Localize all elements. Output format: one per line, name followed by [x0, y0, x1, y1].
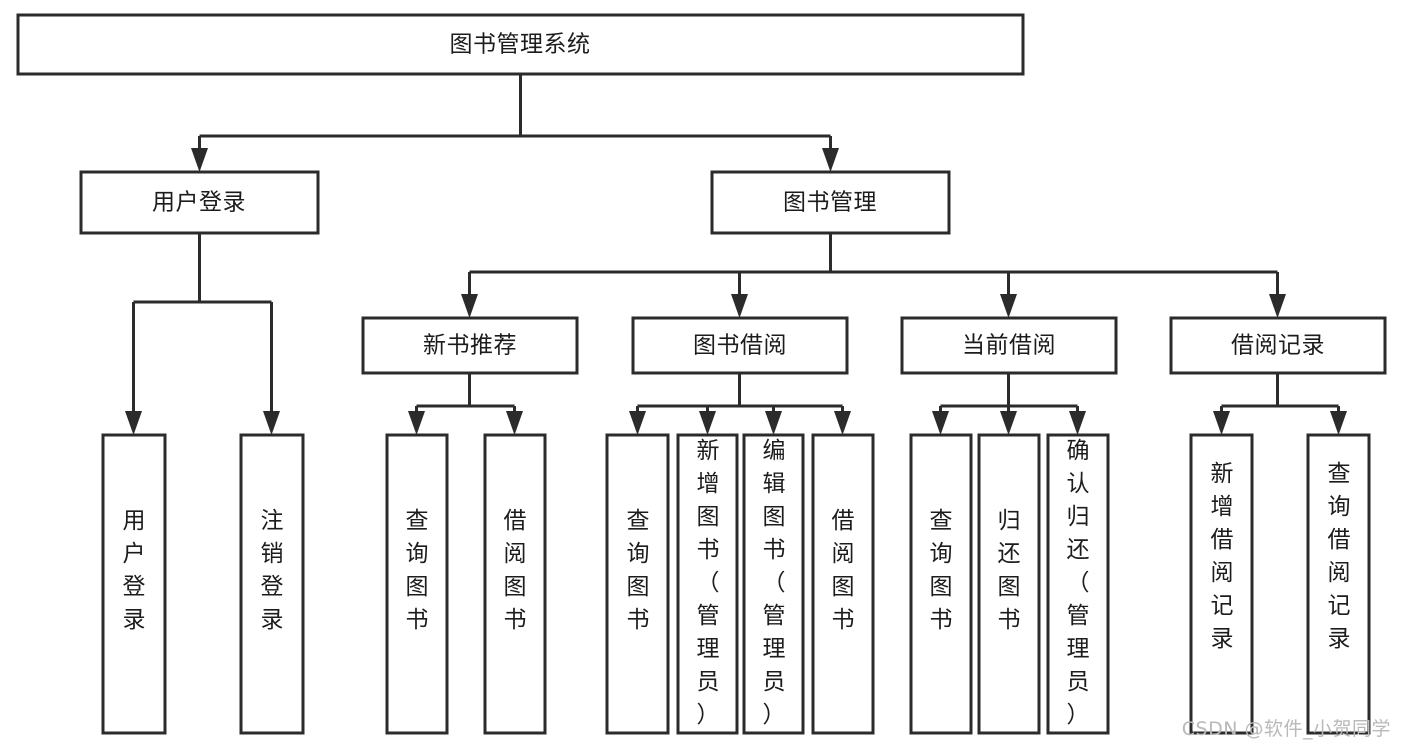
connector-root-to-level1	[191, 75, 839, 172]
arrow-head-icon	[461, 294, 478, 318]
node-user-login-label: 用户登录	[152, 190, 246, 216]
arrow-head-icon	[1330, 411, 1347, 435]
leaf-node-query-book-3-label: 查询图书	[930, 508, 953, 633]
node-book-borrow[interactable]: 图书借阅	[631, 316, 849, 375]
node-borrow-record[interactable]: 借阅记录	[1169, 316, 1387, 375]
arrow-head-icon	[1000, 411, 1017, 435]
leaf-node-query-book-3[interactable]: 查询图书	[909, 433, 973, 735]
arrow-head-icon	[629, 411, 646, 435]
arrow-head-icon	[191, 148, 208, 172]
arrow-head-icon	[506, 411, 523, 435]
leaf-node-user-logout[interactable]: 注销登录	[239, 433, 305, 735]
node-book-management[interactable]: 图书管理	[710, 170, 951, 235]
leaf-node-borrow-book-1[interactable]: 借阅图书	[483, 433, 547, 735]
arrow-head-icon	[408, 411, 425, 435]
leaf-node-user-login[interactable]: 用户登录	[101, 433, 167, 735]
arrow-head-icon	[1269, 294, 1286, 318]
connector-new-book-recommend-to-leaves	[408, 373, 523, 435]
arrow-head-icon	[1213, 411, 1230, 435]
arrow-head-icon	[932, 411, 949, 435]
arrow-head-icon	[699, 411, 716, 435]
node-current-borrow-label: 当前借阅	[962, 333, 1056, 359]
leaf-node-add-book[interactable]: 新增图书（管理员）	[676, 433, 739, 735]
node-user-login[interactable]: 用户登录	[79, 170, 320, 235]
leaf-node-edit-book-label: 编辑图书（管理员）	[763, 438, 786, 728]
leaf-node-user-login-label: 用户登录	[123, 508, 146, 633]
leaf-node-query-book-2[interactable]: 查询图书	[605, 433, 670, 735]
leaf-node-query-book-1[interactable]: 查询图书	[385, 433, 449, 735]
arrow-head-icon	[822, 148, 839, 172]
arrow-head-icon	[263, 411, 280, 435]
arrow-head-icon	[1000, 294, 1017, 318]
connector-book-management-to-level2	[461, 233, 1286, 318]
node-new-book-recommend[interactable]: 新书推荐	[361, 316, 579, 375]
leaf-node-add-record[interactable]: 新增借阅记录	[1189, 433, 1254, 735]
connector-book-borrow-to-leaves	[629, 373, 851, 435]
connector-user-login-to-leaves	[125, 233, 280, 435]
leaf-node-add-record-label: 新增借阅记录	[1211, 461, 1234, 652]
connector-current-borrow-to-leaves	[932, 373, 1086, 435]
leaf-node-borrow-book-2[interactable]: 借阅图书	[811, 433, 875, 735]
leaf-node-query-record[interactable]: 查询借阅记录	[1306, 433, 1371, 735]
arrow-head-icon	[731, 294, 748, 318]
leaf-node-query-book-2-label: 查询图书	[627, 508, 650, 633]
node-book-management-label: 图书管理	[783, 190, 877, 216]
arrow-head-icon	[125, 411, 142, 435]
arrow-head-icon	[765, 411, 782, 435]
leaf-node-add-book-label: 新增图书（管理员）	[697, 438, 720, 728]
leaf-node-query-book-1-label: 查询图书	[406, 508, 429, 633]
leaf-node-confirm-return[interactable]: 确认归还（管理员）	[1046, 433, 1110, 735]
node-new-book-recommend-label: 新书推荐	[423, 333, 517, 359]
connector-borrow-record-to-leaves	[1213, 373, 1347, 435]
leaf-node-confirm-return-label: 确认归还（管理员）	[1067, 438, 1090, 728]
node-root[interactable]: 图书管理系统	[16, 13, 1025, 76]
node-current-borrow[interactable]: 当前借阅	[900, 316, 1118, 375]
leaf-node-edit-book[interactable]: 编辑图书（管理员）	[742, 433, 805, 735]
leaf-node-query-record-label: 查询借阅记录	[1328, 461, 1351, 652]
node-borrow-record-label: 借阅记录	[1231, 333, 1325, 359]
arrow-head-icon	[834, 411, 851, 435]
leaf-node-return-book-label: 归还图书	[998, 508, 1021, 633]
node-root-label: 图书管理系统	[450, 32, 591, 58]
leaf-node-borrow-book-1-label: 借阅图书	[504, 508, 527, 633]
arrow-head-icon	[1069, 411, 1086, 435]
csdn-watermark: CSDN @软件_小贺同学	[1181, 718, 1391, 740]
node-book-borrow-label: 图书借阅	[693, 333, 787, 359]
leaf-node-borrow-book-2-label: 借阅图书	[832, 508, 855, 633]
leaf-node-return-book[interactable]: 归还图书	[977, 433, 1041, 735]
leaf-node-user-logout-label: 注销登录	[261, 508, 284, 633]
